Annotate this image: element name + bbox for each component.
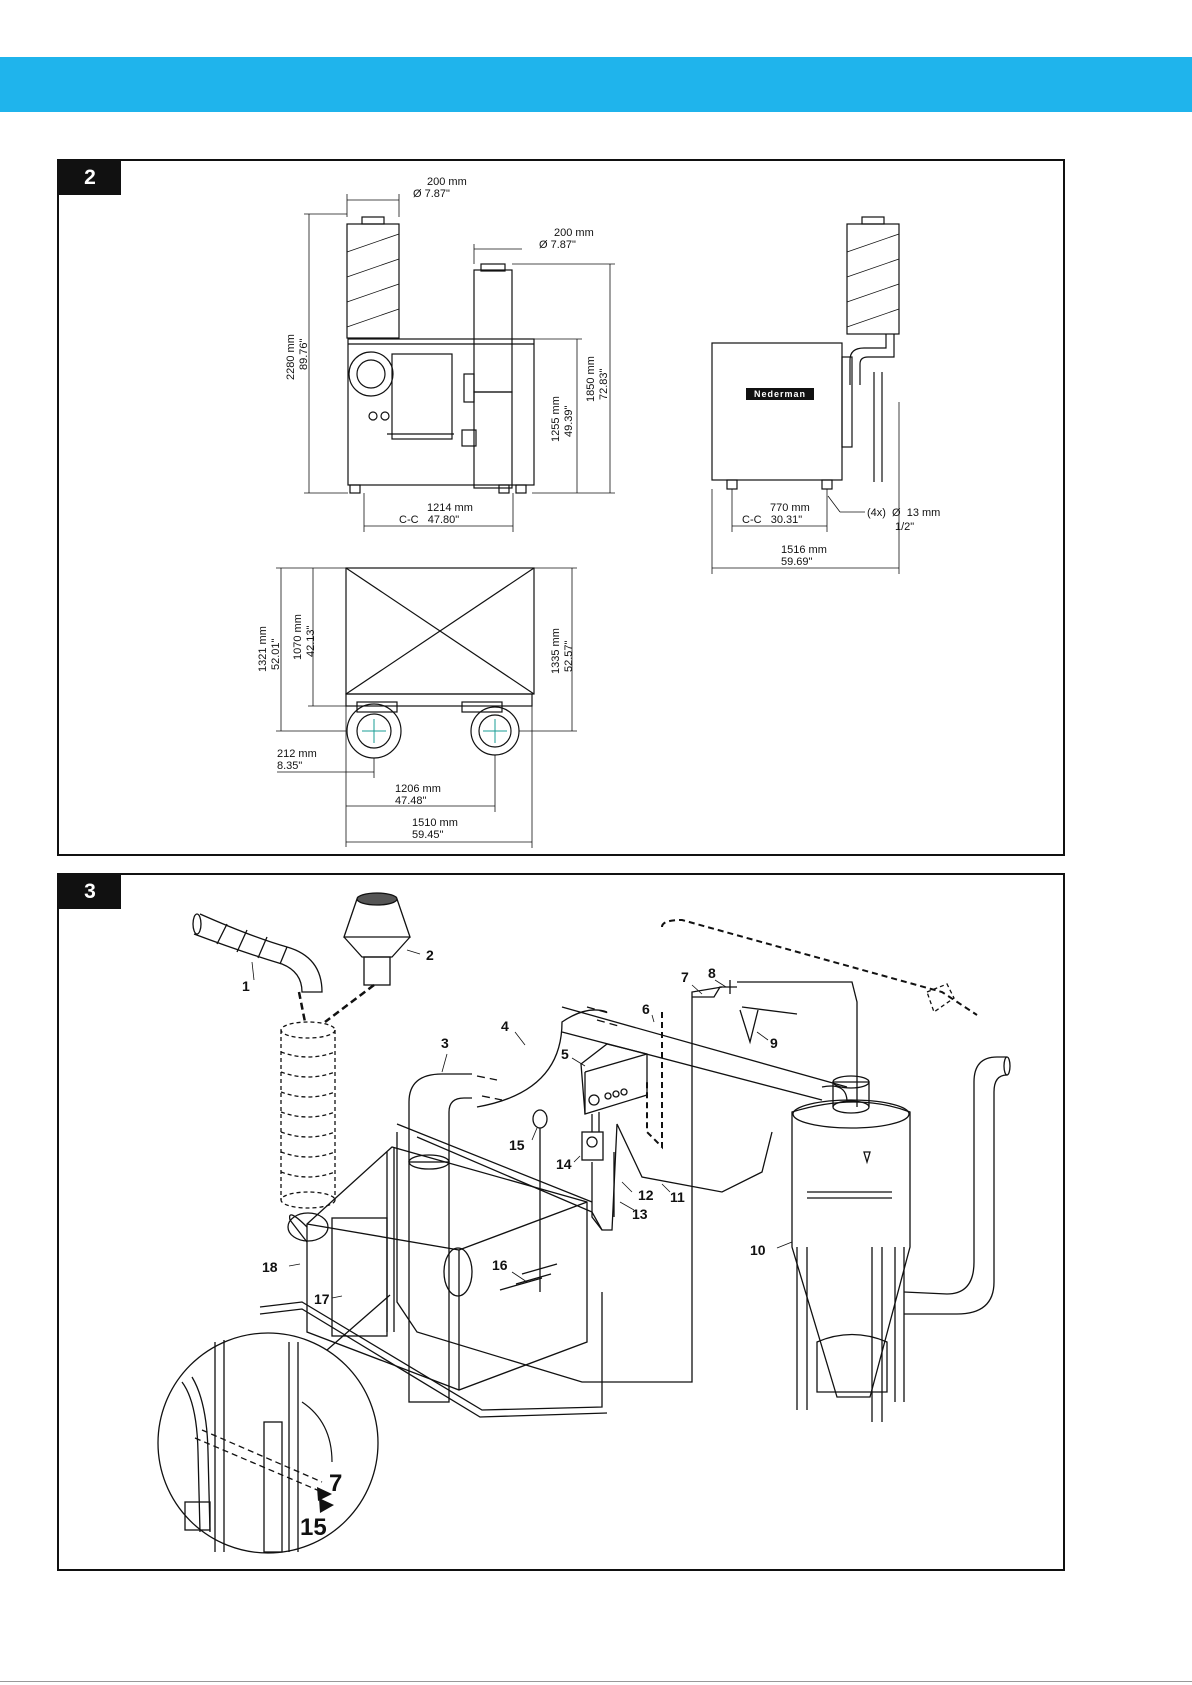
dim-depth-feet-mm: 1070 mm (292, 614, 304, 660)
top-view-drawing (345, 567, 535, 759)
dim-inlet-in: Ø 7.87" (413, 188, 450, 200)
callout-9: 9 (770, 1035, 778, 1051)
dim-depth-feet-in: 42.13" (305, 625, 317, 657)
dim-depth-right-in: 52.57" (563, 640, 575, 672)
figure-panel-2: 2 (57, 159, 1065, 856)
rain-cap (343, 892, 411, 986)
dim-total-height-in: 89.76" (298, 338, 310, 370)
callout-16: 16 (492, 1257, 508, 1273)
callout-11: 11 (670, 1189, 685, 1205)
brand-logo: Nederman (754, 389, 806, 399)
callout-12: 12 (638, 1187, 654, 1203)
dim-front-feet-in: C-C 47.80" (399, 514, 459, 526)
callout-leaders (251, 949, 793, 1299)
cyclone-outlet (903, 1056, 1007, 1295)
dim-front-feet-mm: 1214 mm (427, 502, 473, 514)
dim-anchor-holes: (4x) Ø 13 mm (867, 507, 940, 519)
dim-outlet-height-in: 72.83" (598, 368, 610, 400)
page-bottom-rule (0, 1681, 1192, 1682)
callout-14: 14 (556, 1156, 572, 1172)
dim-top-width-mm: 1510 mm (412, 817, 458, 829)
flex-hose (192, 913, 323, 993)
dim-outlet-height-mm: 1850 mm (585, 356, 597, 402)
dim-body-height-mm: 1255 mm (550, 396, 562, 442)
dim-inlet-offset-mm: 212 mm (277, 748, 317, 760)
dim-inlet-offset-in: 8.35" (277, 760, 302, 772)
dim-depth-right-mm: 1335 mm (550, 628, 562, 674)
dim-body-height-in: 49.39" (563, 405, 575, 437)
figure-panel-3: 3 (57, 873, 1065, 1571)
cyclone (791, 1075, 911, 1422)
detail-callout-7: 7 (329, 1470, 342, 1497)
dim-side-feet-mm: 770 mm (770, 502, 810, 514)
callout-10: 10 (750, 1242, 766, 1258)
dimension-lines (276, 194, 900, 848)
exhaust-duct (408, 1073, 503, 1403)
callout-18: 18 (262, 1259, 278, 1275)
callout-1: 1 (242, 978, 250, 994)
dim-side-width-in: 59.69" (781, 556, 813, 568)
callout-2: 2 (426, 947, 434, 963)
dashed-stack (280, 1021, 336, 1209)
side-view-drawing (711, 216, 900, 490)
compressed-air-line (692, 980, 858, 1107)
service-switch (581, 1131, 604, 1161)
dim-total-height-mm: 2280 mm (285, 334, 297, 380)
installation-drawing: 1 2 3 4 5 6 7 8 9 10 11 12 13 14 15 16 1… (157, 892, 1011, 1554)
callout-8: 8 (708, 965, 716, 981)
front-view-drawing (346, 216, 535, 494)
brand-plate (746, 388, 814, 400)
dimension-drawing: 200 mm Ø 7.87" 200 mm Ø 7.87" 2280 mm 89… (257, 176, 940, 848)
callout-15: 15 (509, 1137, 525, 1153)
callout-4: 4 (501, 1018, 509, 1034)
detail-arrows (317, 1487, 334, 1513)
inlet-centre-marks (362, 719, 507, 743)
callout-5: 5 (561, 1046, 569, 1062)
dim-side-feet-in: C-C 30.31" (742, 514, 802, 526)
callout-3: 3 (441, 1035, 449, 1051)
figure-number-badge: 3 (59, 875, 121, 909)
dim-inlet-mm: 200 mm (427, 176, 467, 188)
callout-6: 6 (642, 1001, 650, 1017)
figure-number-badge: 2 (59, 161, 121, 195)
callout-13: 13 (632, 1206, 648, 1222)
dim-outlet-mm: 200 mm (554, 227, 594, 239)
detail-callout-15: 15 (300, 1514, 327, 1541)
dim-inlet-cc-mm: 1206 mm (395, 783, 441, 795)
dim-inlet-cc-in: 47.48" (395, 795, 427, 807)
dim-outlet-in: Ø 7.87" (539, 239, 576, 251)
dim-depth-total-in: 52.01" (270, 638, 282, 670)
callout-17: 17 (314, 1291, 330, 1307)
dim-side-width-mm: 1516 mm (781, 544, 827, 556)
dim-depth-total-mm: 1321 mm (257, 626, 269, 672)
header-color-band (0, 57, 1192, 112)
dim-top-width-in: 59.45" (412, 829, 444, 841)
dim-anchor-holes-in: 1/2" (895, 521, 914, 533)
pressure-gauge (532, 1109, 548, 1129)
control-box (580, 1043, 648, 1132)
callout-7: 7 (681, 969, 689, 985)
